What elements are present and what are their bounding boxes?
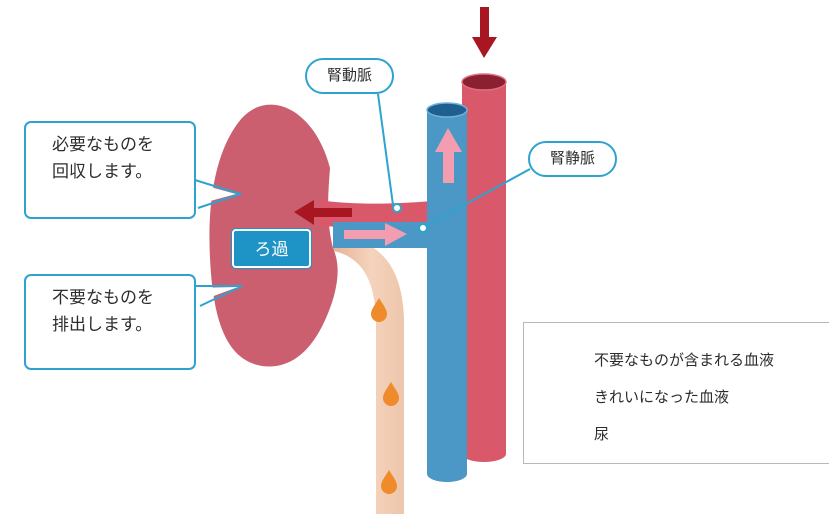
legend-label-urine: 尿 bbox=[594, 419, 609, 449]
reabsorb-line-2: 回収します。 bbox=[52, 159, 194, 186]
legend: 不要なものが含まれる血液 きれいになった血液 尿 bbox=[523, 322, 829, 464]
filtration-badge: ろ過 bbox=[232, 229, 311, 268]
blood-flow-down-arrow bbox=[472, 7, 497, 58]
excrete-callout: 不要なものを 排出します。 bbox=[24, 274, 196, 370]
reabsorb-line-1: 必要なものを bbox=[52, 132, 194, 159]
legend-label-clean-blood: きれいになった血液 bbox=[594, 382, 729, 412]
excrete-line-1: 不要なものを bbox=[52, 285, 194, 312]
renal-artery-label: 腎動脈 bbox=[305, 58, 394, 94]
renal-vein-label: 腎静脈 bbox=[528, 141, 617, 177]
excrete-line-2: 排出します。 bbox=[52, 312, 194, 339]
aorta bbox=[462, 74, 506, 462]
ureter bbox=[330, 236, 404, 514]
legend-label-unclean-blood: 不要なものが含まれる血液 bbox=[594, 345, 774, 375]
reabsorb-callout: 必要なものを 回収します。 bbox=[24, 121, 196, 219]
